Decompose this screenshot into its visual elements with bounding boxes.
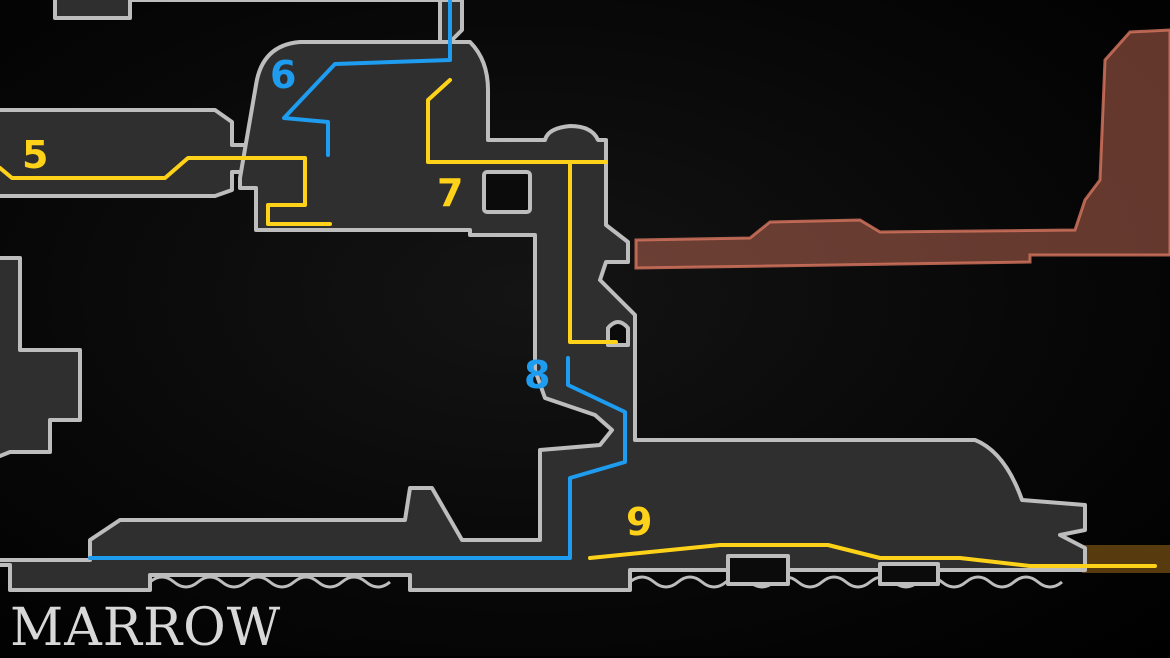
adjacent-area-orange (1082, 545, 1170, 573)
route-yellow-7-drop (568, 160, 618, 344)
floor-block-1 (726, 554, 790, 586)
room-top-corridor (53, 0, 442, 20)
route-blue-upper (282, 0, 452, 157)
pillar-block (482, 170, 532, 214)
marker-6: 6 (270, 53, 296, 97)
small-alcove (606, 320, 630, 347)
route-yellow-5 (0, 156, 332, 226)
route-yellow-9 (588, 543, 1157, 568)
marker-9: 9 (626, 500, 652, 544)
floor-block-2 (878, 562, 940, 586)
route-yellow-7 (426, 78, 608, 164)
marker-8: 8 (524, 353, 550, 397)
adjacent-area-red (634, 28, 1170, 270)
area-name-label: MARROW (10, 598, 282, 658)
marker-7: 7 (437, 171, 463, 215)
room-upper-chamber (0, 0, 1087, 592)
water-floor (149, 575, 1063, 589)
marker-5: 5 (22, 133, 48, 177)
route-blue-lower (88, 356, 627, 560)
